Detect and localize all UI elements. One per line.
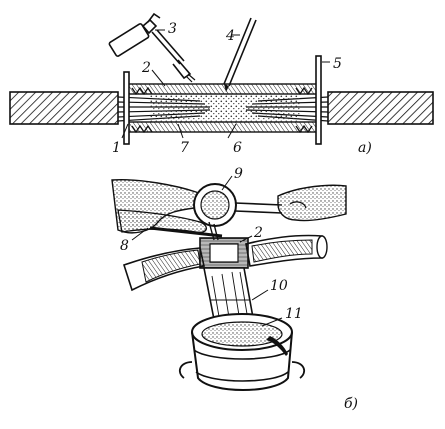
callout-3: 3 [168, 21, 177, 37]
callout-8: 8 [120, 238, 129, 254]
panel-b-caption: б) [344, 396, 358, 412]
callout-7: 7 [180, 140, 189, 156]
callout-11: 11 [285, 306, 303, 322]
panel-a-caption: a) [358, 140, 372, 156]
gas-torch-icon [108, 12, 196, 83]
cable-left [122, 247, 205, 292]
callout-4: 4 [225, 28, 235, 44]
flux-rod [149, 226, 223, 238]
panel-b-soldering-scene: 9 2 8 10 11 б) [111, 166, 358, 412]
end-plate-left [123, 71, 130, 145]
solder-pot-icon [178, 313, 306, 391]
callout-1: 1 [112, 140, 121, 156]
left-hand-icon [111, 178, 207, 234]
panel-b-leader-lines [131, 175, 283, 327]
end-plate-right [315, 55, 322, 145]
callout-2: 2 [141, 60, 151, 76]
sleeve-top-wall [127, 83, 319, 95]
right-hand-icon [277, 184, 347, 222]
binding-wire-wrap [131, 86, 313, 134]
solder-ladle-icon [193, 183, 283, 241]
cable-insulation-right [327, 91, 434, 125]
sleeve-bottom-wall [127, 121, 319, 133]
joint-sleeve [199, 237, 249, 269]
cable-insulation-left [9, 91, 119, 125]
solder-rod [223, 17, 257, 92]
cable-right [245, 234, 328, 267]
callout-2-b: 2 [253, 225, 263, 241]
panel-a-leader-lines [121, 29, 330, 139]
callout-5: 5 [333, 56, 342, 72]
callout-10: 10 [270, 278, 288, 294]
solder-filling [150, 94, 300, 122]
callout-6: 6 [233, 140, 242, 156]
callout-9: 9 [234, 166, 243, 182]
panel-a-longitudinal-section: 3 4 5 2 1 7 6 a) [9, 12, 434, 156]
